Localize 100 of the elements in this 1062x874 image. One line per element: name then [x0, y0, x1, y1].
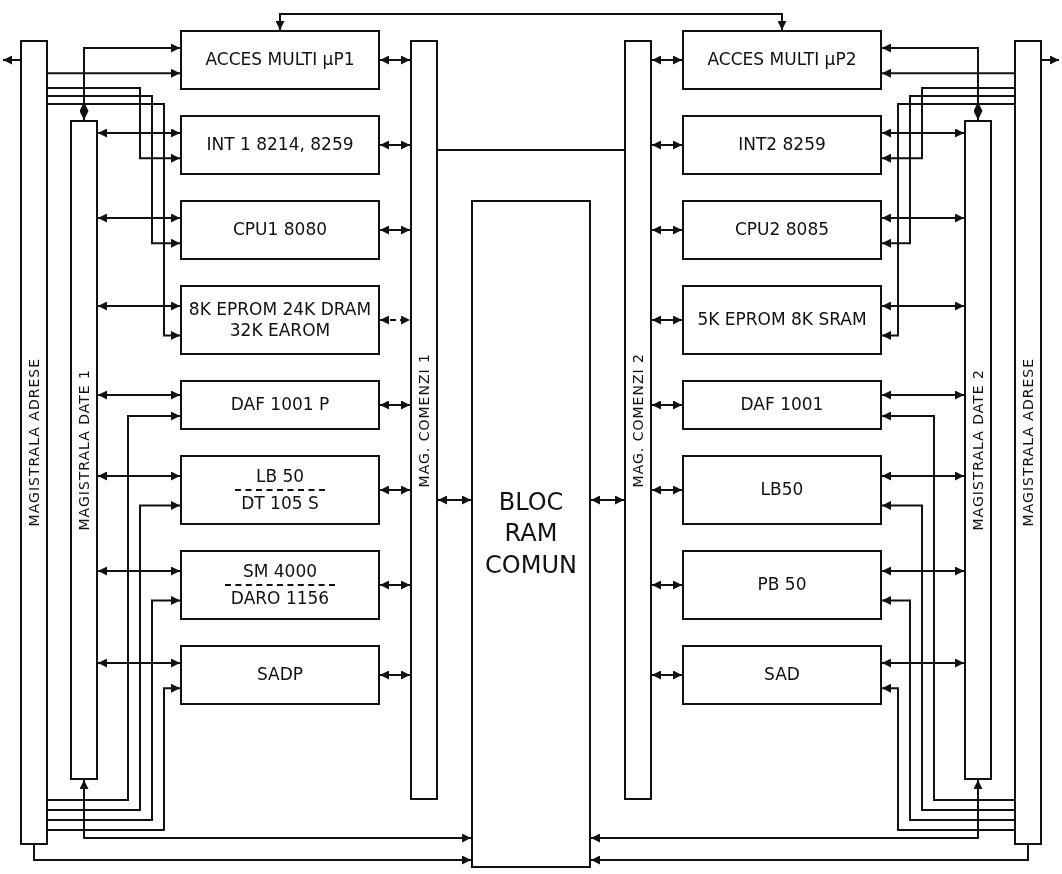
bus-arrow: [275, 13, 787, 31]
module-label: INT2 8259: [737, 133, 827, 157]
bus-label: MAG. COMENZI 2: [630, 352, 646, 488]
module-label: CPU1 8080: [231, 218, 329, 242]
bus-arrow: [651, 670, 683, 680]
bus-arrow: [379, 140, 411, 150]
module-label: DT 105 S: [235, 489, 325, 517]
bus-arrow: [379, 400, 411, 410]
arrow: [973, 101, 983, 121]
module-box: [180, 30, 380, 90]
bus-label: MAGISTRALA ADRESE: [26, 358, 42, 527]
bus-arrow: [97, 128, 181, 138]
module-box: [682, 285, 882, 355]
module-label: INT 1 8214, 8259: [205, 133, 355, 157]
module-label: 8K EPROM 24K DRAM 32K EAROM: [187, 297, 373, 342]
memory-block: [471, 200, 591, 868]
bus-arrow: [590, 495, 625, 505]
module-box: [682, 380, 882, 430]
module-box: [682, 115, 882, 175]
module-label: SAD: [763, 663, 801, 687]
module-label: SADP: [255, 663, 305, 687]
bus-arrow: [590, 844, 1029, 865]
module-label: ACCES MULTI µP1: [204, 48, 356, 72]
bus-arrow: [651, 400, 683, 410]
module-label: BLOC RAM COMUN: [484, 487, 578, 581]
bus-arrow: [97, 213, 181, 223]
bus-arrow: [379, 580, 411, 590]
bus-arrow: [881, 683, 1015, 831]
bus-arrow: [881, 658, 965, 668]
bus-arrow: [47, 103, 181, 340]
bus-arrow: [651, 55, 683, 65]
bus-label: MAG. COMENZI 1: [416, 352, 432, 488]
bus-arrow: [47, 683, 181, 831]
bus-label: MAGISTRALA DATE 1: [76, 369, 92, 531]
bus-arrow: [881, 68, 1015, 78]
bus-arrow: [881, 128, 965, 138]
module-label: LB50: [759, 478, 805, 502]
control-bus-band: [624, 40, 652, 800]
bus-arrow: [651, 580, 683, 590]
bus-arrow: [881, 213, 965, 223]
module-label: LB 50: [254, 464, 306, 488]
module-box: [180, 285, 380, 355]
module-box: [682, 550, 882, 620]
module-box: [682, 645, 882, 705]
bus-arrow: [881, 411, 1015, 801]
bus-arrow: [651, 140, 683, 150]
bus-label: MAGISTRALA ADRESE: [1020, 358, 1036, 527]
module-box: [682, 30, 882, 90]
bus-arrow: [881, 595, 1015, 821]
bus-arrow: [97, 471, 181, 481]
module-label: CPU2 8085: [733, 218, 831, 242]
bus-arrow: [79, 43, 181, 121]
module-label: DAF 1001: [739, 393, 825, 417]
bus-label: MAGISTRALA DATE 2: [970, 369, 986, 531]
module-box: [180, 550, 380, 620]
bus-arrow: [97, 658, 181, 668]
bus-arrow: [379, 225, 411, 235]
bus-arrow: [881, 301, 965, 311]
bus-arrow: [47, 500, 181, 811]
module-label: 5K EPROM 8K SRAM: [696, 308, 868, 332]
arrow: [2, 55, 21, 65]
module-box: [682, 455, 882, 525]
module-label: DAF 1001 P: [229, 393, 331, 417]
bus-arrow: [881, 500, 1015, 811]
bus-arrow: [881, 103, 1015, 340]
module-label: PB 50: [756, 573, 808, 597]
bus-arrow: [437, 495, 472, 505]
module-box: [180, 200, 380, 260]
bus-arrow: [651, 225, 683, 235]
bus-arrow: [881, 471, 965, 481]
bus-arrow: [379, 315, 411, 325]
module-label: DARO 1156: [224, 584, 336, 612]
bus-arrow: [651, 315, 683, 325]
bus-arrow: [881, 390, 965, 400]
module-box: [180, 380, 380, 430]
bus-arrow: [379, 485, 411, 495]
bus-arrow: [379, 670, 411, 680]
arrow: [1041, 55, 1060, 65]
bus-arrow: [79, 779, 472, 843]
address-bus-band: [20, 40, 48, 845]
bus-arrow: [47, 411, 181, 801]
bus-arrow: [881, 87, 1015, 163]
bus-arrow: [47, 95, 181, 248]
bus-arrow: [881, 566, 965, 576]
bus-arrow: [47, 595, 181, 821]
bus-arrow: [651, 485, 683, 495]
bus-arrow: [97, 390, 181, 400]
data-bus-band: [70, 120, 98, 780]
module-box: [180, 115, 380, 175]
bus-arrow: [33, 844, 472, 865]
bus-arrow: [97, 301, 181, 311]
bus-arrow: [47, 68, 181, 78]
bus-arrow: [590, 779, 983, 843]
bus-arrow: [47, 87, 181, 163]
bus-arrow: [97, 566, 181, 576]
bus-arrow: [379, 55, 411, 65]
module-box: [682, 200, 882, 260]
module-box: [180, 455, 380, 525]
control-bus-band: [410, 40, 438, 800]
module-label: ACCES MULTI µP2: [706, 48, 858, 72]
